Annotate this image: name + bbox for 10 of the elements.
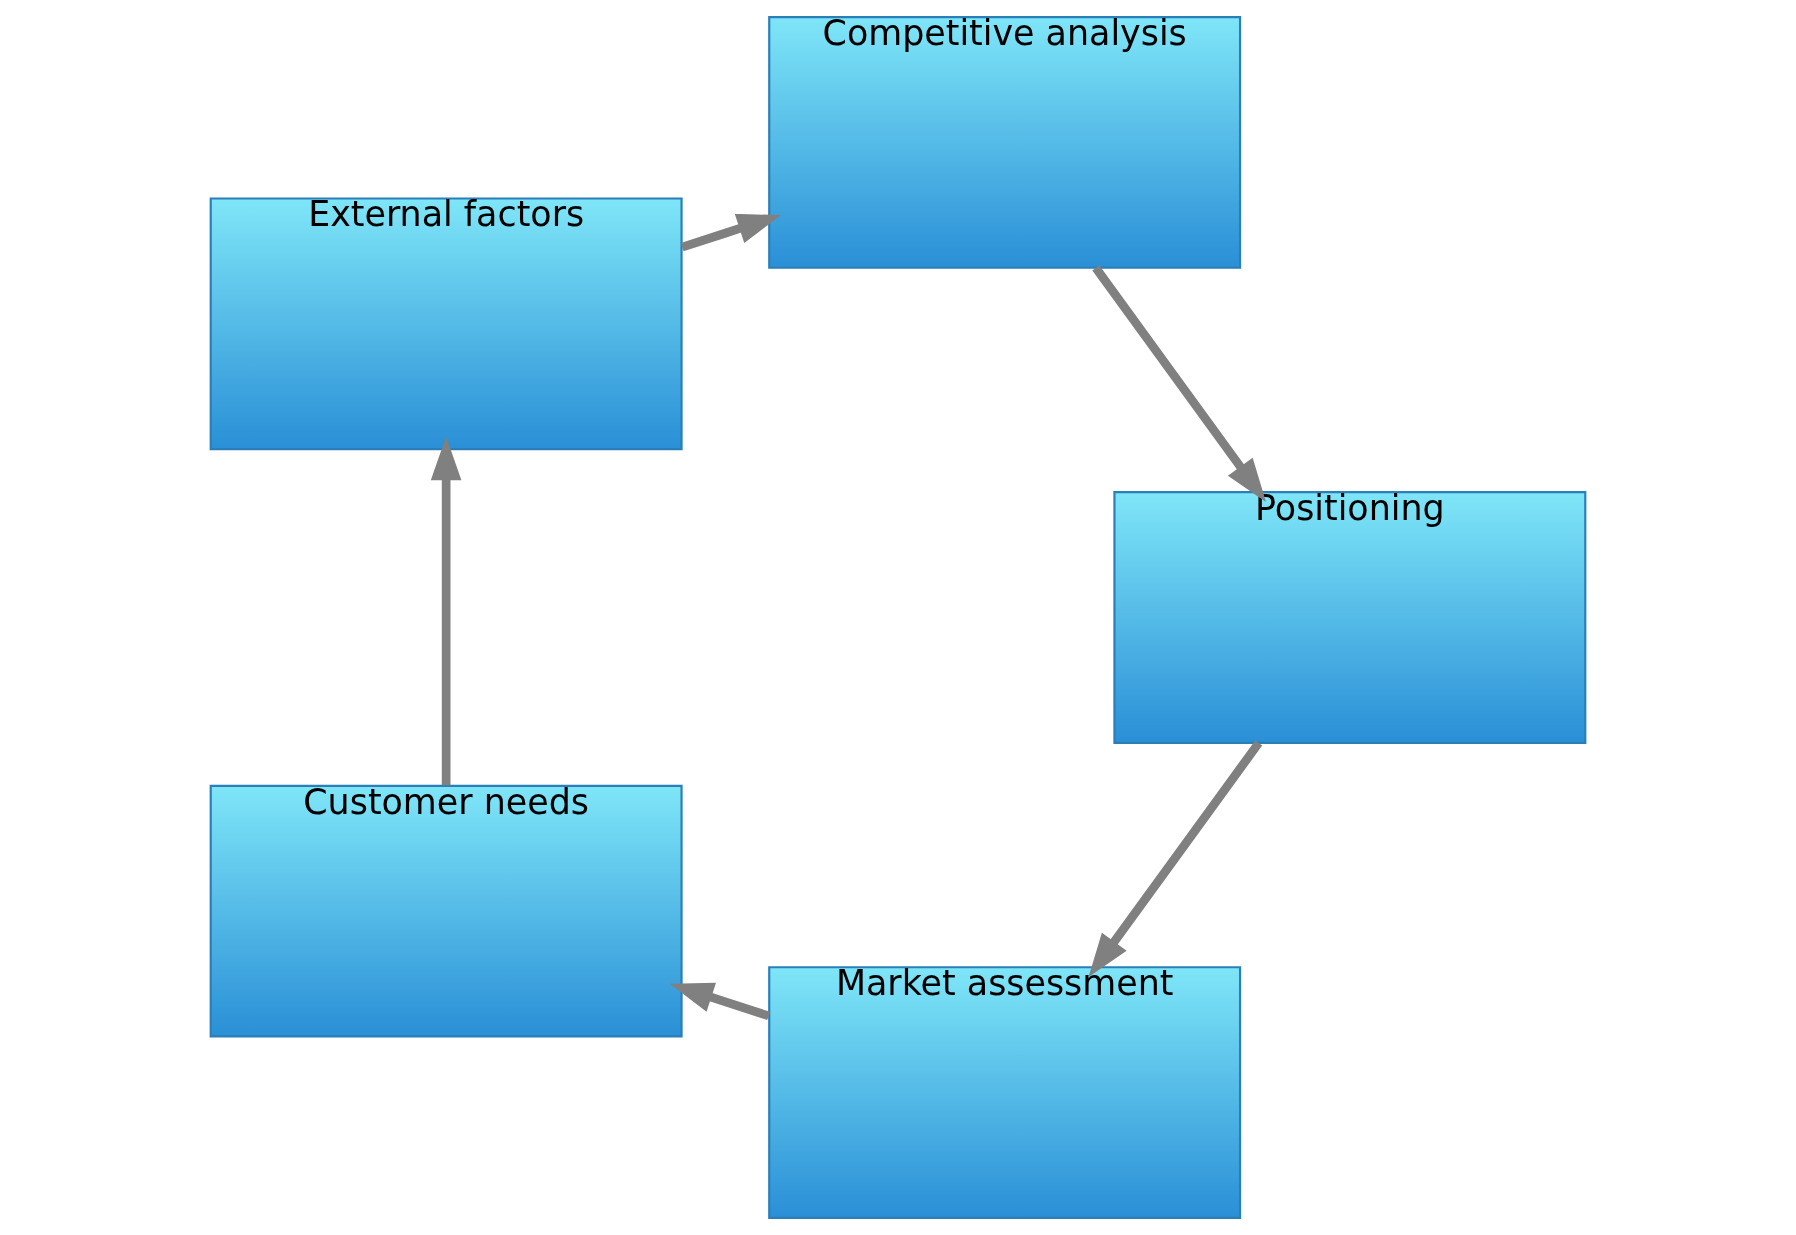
- arrow: [1088, 740, 1263, 978]
- arrow: [669, 982, 770, 1021]
- arrow: [680, 214, 782, 252]
- node-box: Market assessment: [768, 966, 1242, 1220]
- node-box: Positioning: [1113, 491, 1587, 744]
- node-box: Competitive analysis: [768, 15, 1242, 269]
- node-box: Customer needs: [209, 784, 683, 1038]
- node-box: External factors: [209, 197, 683, 451]
- arrow: [430, 436, 462, 786]
- arrow: [1092, 265, 1266, 503]
